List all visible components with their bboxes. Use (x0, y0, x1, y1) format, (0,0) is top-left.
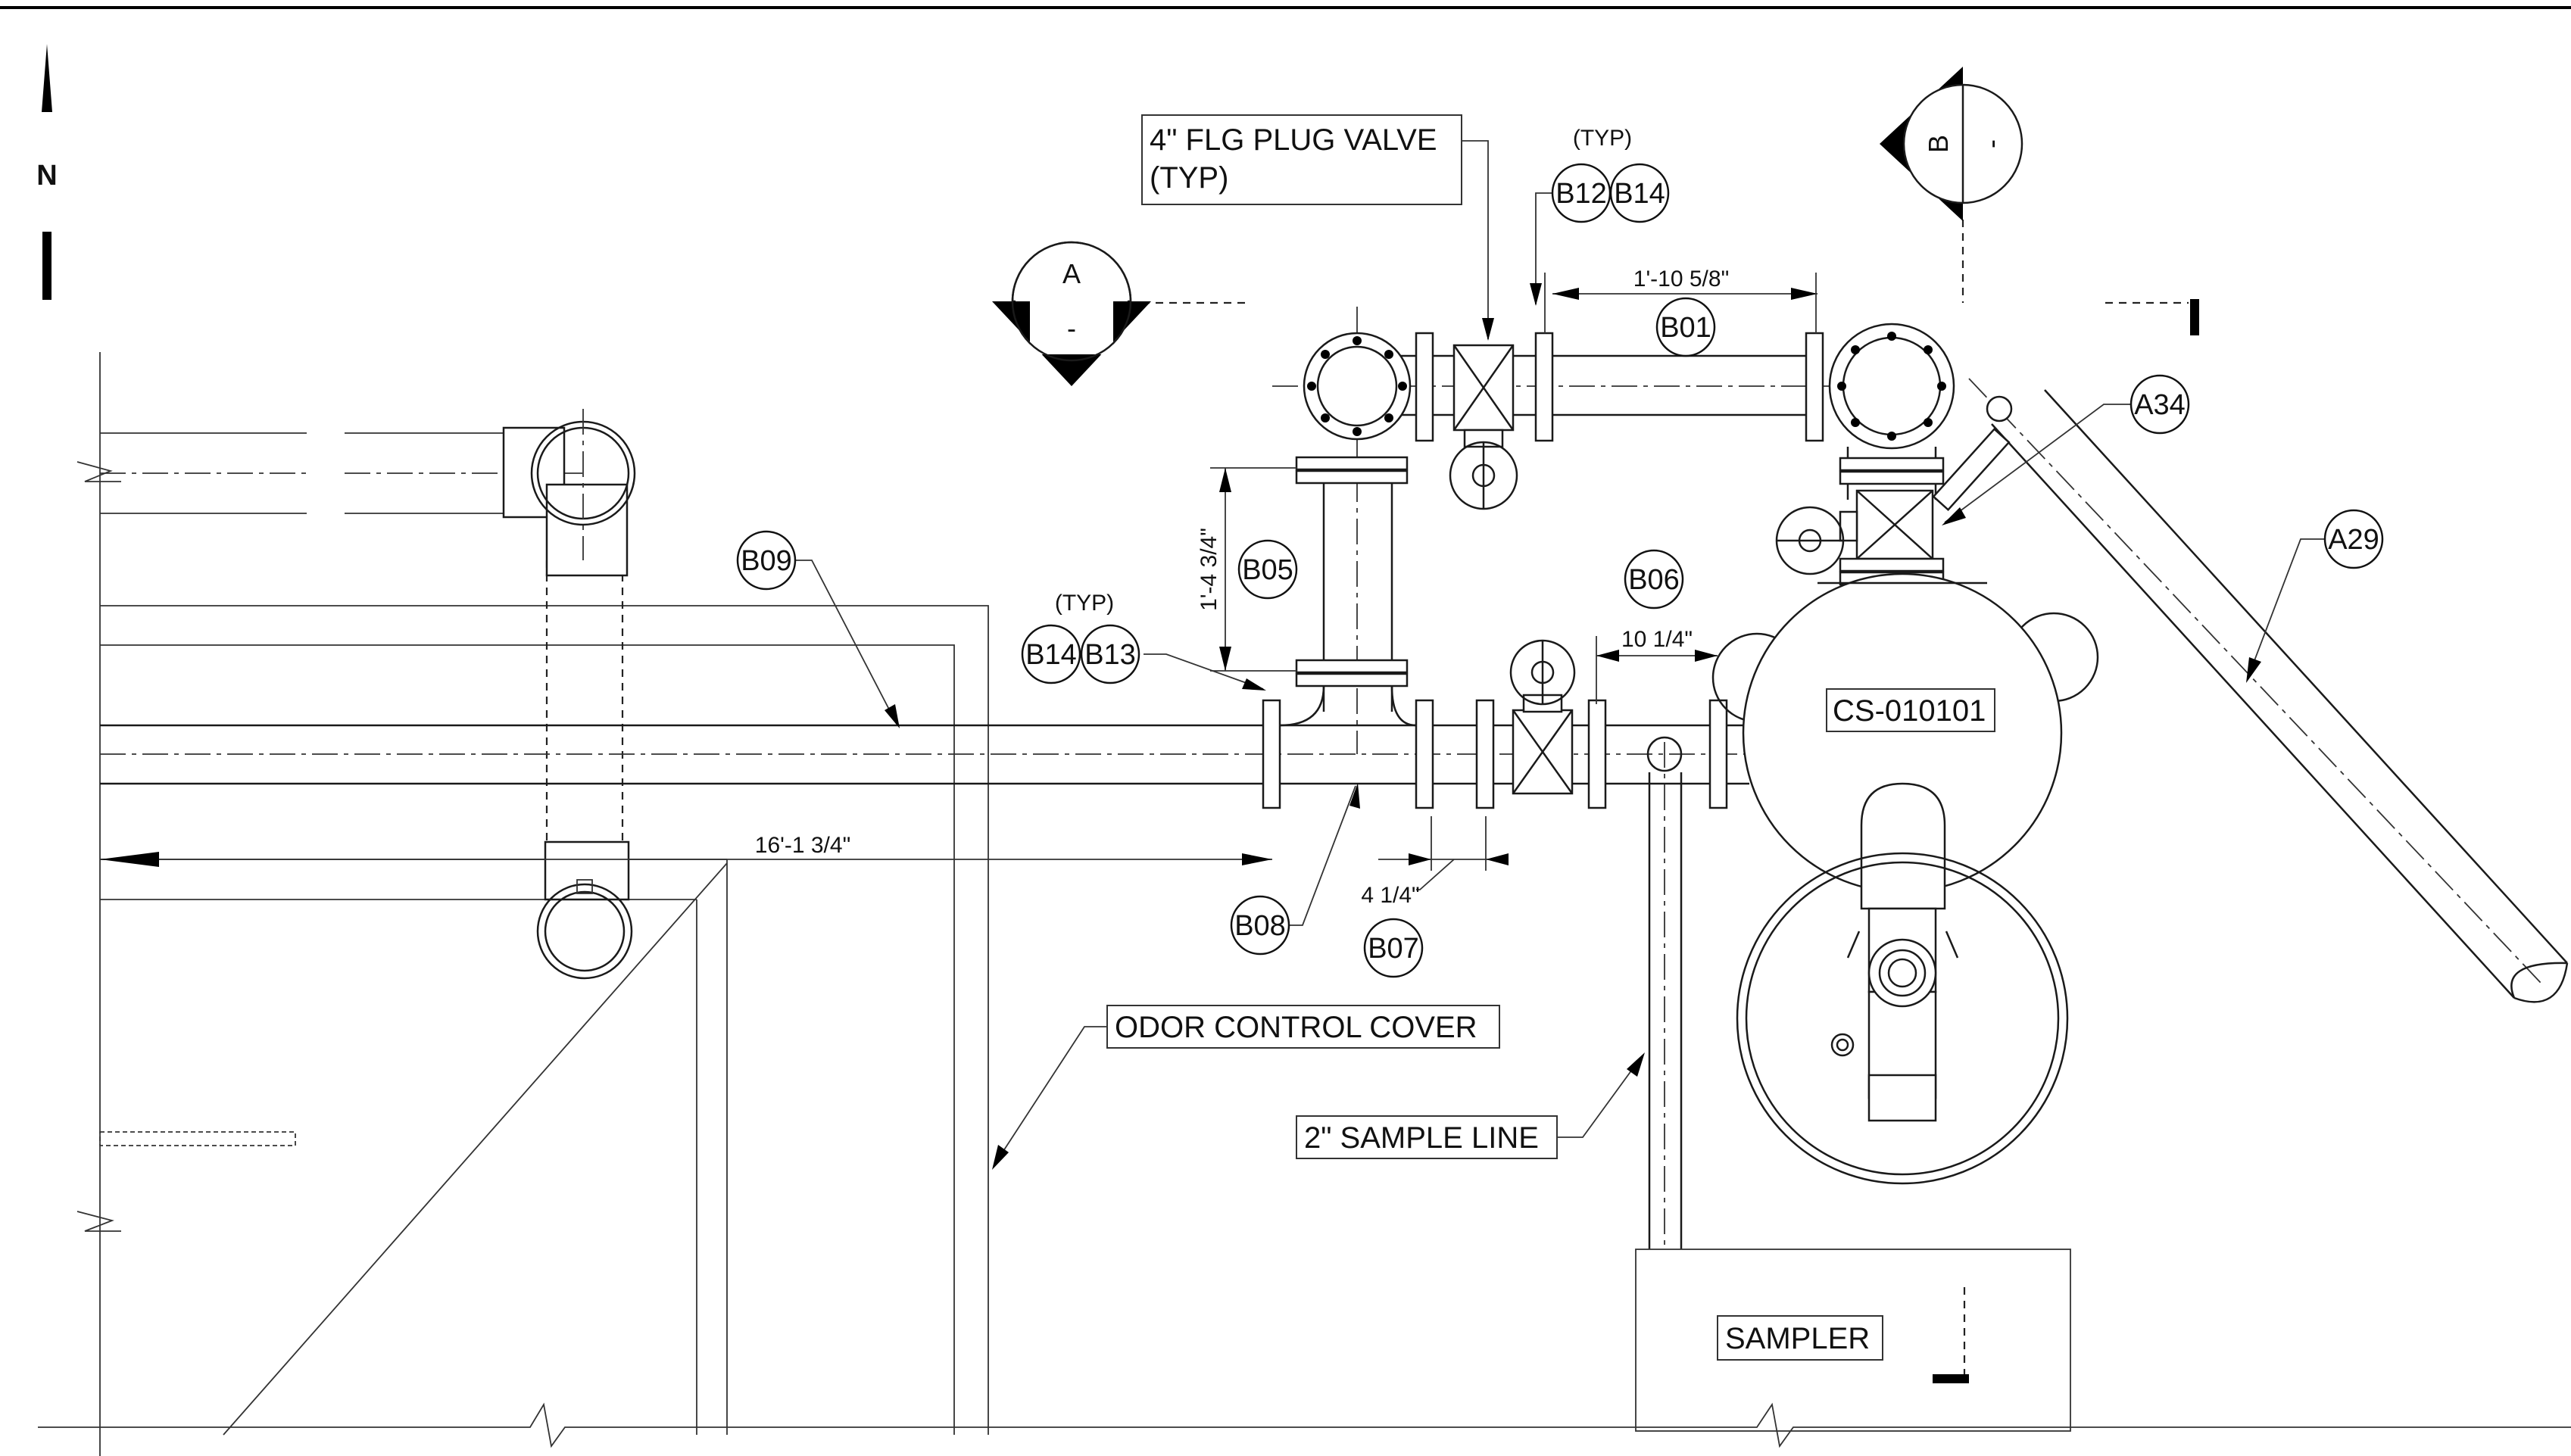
north-arrow-head-icon (42, 44, 52, 112)
section-b-sheet: - (1976, 139, 2007, 148)
plug-valve-callout: 4" FLG PLUG VALVE (TYP) (1141, 114, 1462, 205)
tag-b05: B05 (1237, 539, 1298, 600)
north-arrow: N (36, 44, 58, 300)
tag-b05-text: B05 (1242, 554, 1293, 586)
equipment-tag-label: CS-010101 (1833, 694, 1986, 728)
tag-b08: B08 (1230, 895, 1290, 956)
plug-valve-callout-line1: 4" FLG PLUG VALVE (1150, 123, 1437, 157)
north-arrow-tail-icon (42, 232, 51, 300)
tag-b08-text: B08 (1234, 910, 1286, 942)
dimension-vertical: 1'-4 3/4" (1197, 467, 1296, 672)
sampler-label: SAMPLER (1725, 1322, 1870, 1355)
left-pipe-elbow-upper (502, 409, 636, 577)
tag-b06: B06 (1624, 549, 1684, 610)
section-a-letter: A (1062, 258, 1081, 289)
section-marker-a: A - (992, 241, 1151, 386)
typ-label-left: (TYP) (1055, 591, 1114, 616)
section-a-sheet: - (1067, 313, 1076, 344)
tag-a29-text: A29 (2328, 524, 2379, 556)
typ-label-top: (TYP) (1573, 126, 1632, 151)
tag-b14-left-text: B14 (1025, 639, 1077, 671)
dimension-mid: 10 1/4" (1596, 627, 1718, 704)
tag-b07-text: B07 (1368, 933, 1419, 965)
dimension-top-value: 1'-10 5/8" (1633, 267, 1729, 292)
section-b-letter: B (1923, 135, 1954, 153)
dimension-vertical-value: 1'-4 3/4" (1197, 528, 1222, 611)
odor-cover-callout: ODOR CONTROL COVER (1106, 1005, 1500, 1049)
dimension-top: 1'-10 5/8" (1544, 267, 1817, 333)
structure-outline (38, 352, 2571, 1456)
tag-b01: B01 (1655, 297, 1716, 357)
dimension-mid-value: 10 1/4" (1621, 627, 1693, 652)
sampler-callout: SAMPLER (1717, 1315, 1883, 1361)
tag-a34-text: A34 (2134, 389, 2186, 421)
sampler-box (1635, 1249, 2071, 1432)
dimension-long-value: 16'-1 3/4" (755, 833, 850, 858)
sample-line-pipe (1646, 736, 1683, 1249)
tag-b09-text: B09 (741, 545, 792, 577)
sample-line-callout: 2" SAMPLE LINE (1296, 1115, 1558, 1159)
upper-horizontal-pipe (1272, 332, 1893, 442)
tag-a34: A34 (2129, 374, 2190, 435)
section-cut-marks (1142, 220, 2199, 1383)
plug-valve-callout-line2: (TYP) (1150, 161, 1228, 195)
sample-line-label: 2" SAMPLE LINE (1304, 1121, 1539, 1155)
tag-b09: B09 (736, 530, 797, 591)
tag-b13-text: B13 (1084, 639, 1136, 671)
tag-b07: B07 (1363, 918, 1424, 978)
dimension-long: 16'-1 3/4" (100, 833, 1272, 867)
section-marker-b: B - (1880, 67, 2023, 221)
tag-b14-top: B14 (1609, 163, 1670, 223)
odor-cover-label: ODOR CONTROL COVER (1115, 1011, 1477, 1044)
tag-b13: B13 (1080, 624, 1140, 684)
tag-b14-left: B14 (1021, 624, 1081, 684)
diagonal-pipe-a29 (1932, 378, 2569, 1003)
vessel-cs-010101 (1711, 572, 2099, 910)
tag-b01-text: B01 (1660, 312, 1711, 344)
tag-b12-text: B12 (1555, 178, 1607, 210)
tag-b06-text: B06 (1628, 564, 1680, 596)
equipment-tag-callout: CS-010101 (1826, 688, 1995, 732)
right-plug-valve (1775, 489, 1945, 586)
leader-lines (788, 140, 2325, 1170)
right-upper-flange (1828, 323, 1955, 500)
tag-a29: A29 (2323, 509, 2384, 569)
lower-basin (1736, 852, 2069, 1185)
left-pipe-elbow-lower (536, 840, 633, 980)
tag-b12: B12 (1551, 163, 1612, 223)
tag-b14-top-text: B14 (1614, 178, 1665, 210)
dimension-small-value: 4 1/4" (1361, 883, 1419, 908)
north-arrow-label: N (36, 160, 57, 192)
main-horizontal-pipe (100, 699, 1764, 809)
dimension-small: 4 1/4" (1361, 816, 1509, 908)
upper-plug-valve (1449, 344, 1518, 510)
lower-plug-valve (1509, 639, 1576, 795)
